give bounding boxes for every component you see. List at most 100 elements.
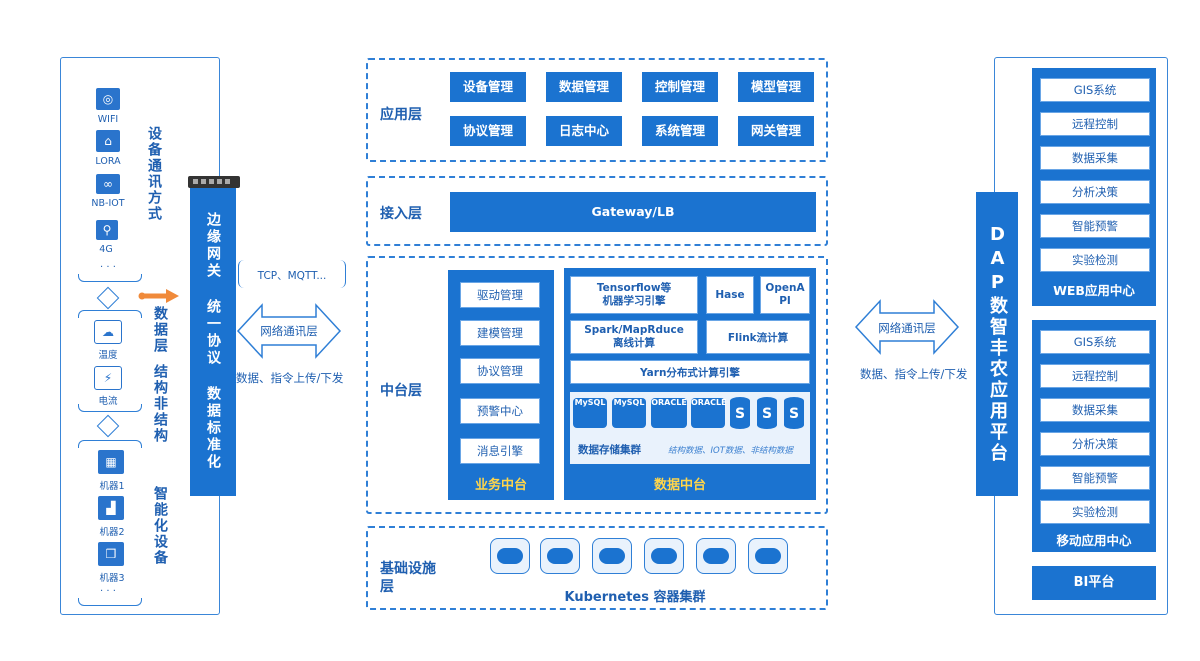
platform-title: DAP数智丰农应用平台 bbox=[987, 224, 1008, 464]
app-item-log[interactable]: 日志中心 bbox=[546, 116, 622, 146]
app-item-gateway[interactable]: 网关管理 bbox=[738, 116, 814, 146]
orange-arrow-icon bbox=[138, 289, 179, 303]
data-center-footer: 数据中台 bbox=[653, 478, 706, 493]
middle-layer-title: 中台层 bbox=[380, 383, 422, 399]
app-item-control[interactable]: 控制管理 bbox=[642, 72, 718, 102]
comm-label-4g: 4G bbox=[99, 244, 113, 255]
mobile-item-analysis[interactable]: 分析决策 bbox=[1040, 432, 1150, 456]
struct-label: 结构非结构 bbox=[152, 364, 168, 444]
machine-icon: ▦ bbox=[98, 450, 124, 474]
right-double-arrow-icon bbox=[854, 299, 960, 355]
cloud-icon bbox=[696, 538, 736, 574]
hase[interactable]: Hase bbox=[706, 276, 754, 314]
comm-label-nbiot: NB-IOT bbox=[91, 198, 125, 209]
yarn-engine[interactable]: Yarn分布式计算引擎 bbox=[570, 360, 810, 384]
mobile-item-lab[interactable]: 实验检测 bbox=[1040, 500, 1150, 524]
app-layer-title: 应用层 bbox=[380, 107, 422, 123]
access-layer bbox=[366, 176, 828, 246]
machine-label-3: 机器3 bbox=[99, 573, 125, 584]
sensor-label-current: 电流 bbox=[98, 396, 118, 407]
mobile-center-footer: 移动应用中心 bbox=[1056, 533, 1132, 548]
db-oracle-2: ORACLE bbox=[691, 398, 727, 428]
cube-icon: ❒ bbox=[98, 542, 124, 566]
db-oracle-1: ORACLE bbox=[651, 398, 687, 428]
comm-label-lora: LORA bbox=[95, 156, 121, 167]
machine-label-2: 机器2 bbox=[99, 527, 125, 538]
left-arrow-label: 网络通讯层 bbox=[260, 324, 318, 338]
business-footer: 业务中台 bbox=[474, 478, 527, 493]
spark-mapreduce[interactable]: Spark/MapRduce 离线计算 bbox=[570, 320, 698, 354]
cloud-icon bbox=[592, 538, 632, 574]
mobile-item-remote[interactable]: 远程控制 bbox=[1040, 364, 1150, 388]
machine-brace-bottom bbox=[78, 598, 142, 606]
storage-cluster-label: 数据存储集群 bbox=[578, 444, 641, 456]
app-item-device[interactable]: 设备管理 bbox=[450, 72, 526, 102]
edge-gateway-label: 边缘网关 统一协议 数据标准化 bbox=[205, 212, 221, 471]
web-item-lab[interactable]: 实验检测 bbox=[1040, 248, 1150, 272]
platform-title-bar: DAP数智丰农应用平台 bbox=[976, 192, 1018, 496]
comm-icon-wifi: ◎ WIFI bbox=[94, 88, 122, 128]
right-arrow-label: 网络通讯层 bbox=[878, 321, 936, 335]
factory-icon: ▟ bbox=[98, 496, 124, 520]
nbiot-icon: ∞ bbox=[96, 174, 120, 194]
machine-dots: · · · bbox=[100, 586, 116, 597]
4g-icon: ⚲ bbox=[96, 220, 118, 240]
tensorflow-engine[interactable]: Tensorflow等 机器学习引擎 bbox=[570, 276, 698, 314]
web-item-gis[interactable]: GIS系统 bbox=[1040, 78, 1150, 102]
business-item-protocol[interactable]: 协议管理 bbox=[460, 358, 540, 384]
comm-icon-lora: ⌂ LORA bbox=[94, 130, 122, 170]
current-icon: ⚡ bbox=[94, 366, 122, 390]
web-item-analysis[interactable]: 分析决策 bbox=[1040, 180, 1150, 204]
web-item-alert[interactable]: 智能预警 bbox=[1040, 214, 1150, 238]
middle-layer bbox=[366, 256, 828, 514]
db-label-4: ORACLE bbox=[691, 398, 727, 407]
machine-label-1: 机器1 bbox=[99, 481, 125, 492]
business-item-message[interactable]: 消息引擎 bbox=[460, 438, 540, 464]
mobile-item-alert[interactable]: 智能预警 bbox=[1040, 466, 1150, 490]
business-item-driver[interactable]: 驱动管理 bbox=[460, 282, 540, 308]
bi-platform[interactable]: BI平台 bbox=[1032, 566, 1156, 600]
comm-brace-bottom bbox=[78, 274, 142, 282]
right-caption: 数据、指令上传/下发 bbox=[860, 367, 968, 381]
wifi-icon: ◎ bbox=[96, 88, 120, 110]
web-center-footer: WEB应用中心 bbox=[1053, 283, 1135, 298]
gateway-lb[interactable]: Gateway/LB bbox=[450, 192, 816, 232]
app-item-data[interactable]: 数据管理 bbox=[546, 72, 622, 102]
cloud-icon bbox=[748, 538, 788, 574]
comm-icon-nbiot: ∞ NB-IOT bbox=[91, 174, 125, 214]
db-label-1: MySQL bbox=[574, 398, 606, 407]
db-mysql-1: MySQL bbox=[573, 398, 607, 428]
cloud-icon bbox=[490, 538, 530, 574]
app-item-system[interactable]: 系统管理 bbox=[642, 116, 718, 146]
switch-icon bbox=[188, 176, 240, 188]
sensor-temperature: ☁ 温度 bbox=[94, 320, 124, 361]
data-layer-label: 数据层 bbox=[152, 306, 168, 354]
app-item-model[interactable]: 模型管理 bbox=[738, 72, 814, 102]
business-item-alert[interactable]: 预警中心 bbox=[460, 398, 540, 424]
left-caption: 数据、指令上传/下发 bbox=[236, 371, 344, 385]
openapi[interactable]: OpenA PI bbox=[760, 276, 810, 314]
lora-icon: ⌂ bbox=[96, 130, 120, 152]
cloud-icon bbox=[540, 538, 580, 574]
business-item-modeling[interactable]: 建模管理 bbox=[460, 320, 540, 346]
mobile-item-gis[interactable]: GIS系统 bbox=[1040, 330, 1150, 354]
web-item-collect[interactable]: 数据采集 bbox=[1040, 146, 1150, 170]
protocol-bracket bbox=[238, 260, 346, 288]
sensor-label-temperature: 温度 bbox=[98, 350, 118, 361]
storage-s-icons: S S S bbox=[730, 397, 804, 429]
k8s-label: Kubernetes 容器集群 bbox=[564, 590, 706, 605]
db-mysql-2: MySQL bbox=[612, 398, 646, 428]
db-label-3: ORACLE bbox=[651, 398, 687, 407]
edge-gateway: 边缘网关 统一协议 数据标准化 bbox=[190, 188, 236, 496]
web-item-remote[interactable]: 远程控制 bbox=[1040, 112, 1150, 136]
app-item-protocol[interactable]: 协议管理 bbox=[450, 116, 526, 146]
machine-2: ▟ 机器2 bbox=[94, 496, 130, 538]
cloud-icon bbox=[644, 538, 684, 574]
flink-stream[interactable]: Flink流计算 bbox=[706, 320, 810, 354]
mobile-item-collect[interactable]: 数据采集 bbox=[1040, 398, 1150, 422]
access-layer-title: 接入层 bbox=[380, 206, 422, 222]
storage-s-icon bbox=[730, 397, 750, 429]
machine-brace-top bbox=[78, 440, 142, 448]
comm-dots: · · · bbox=[100, 262, 116, 273]
sensor-current: ⚡ 电流 bbox=[94, 366, 124, 407]
